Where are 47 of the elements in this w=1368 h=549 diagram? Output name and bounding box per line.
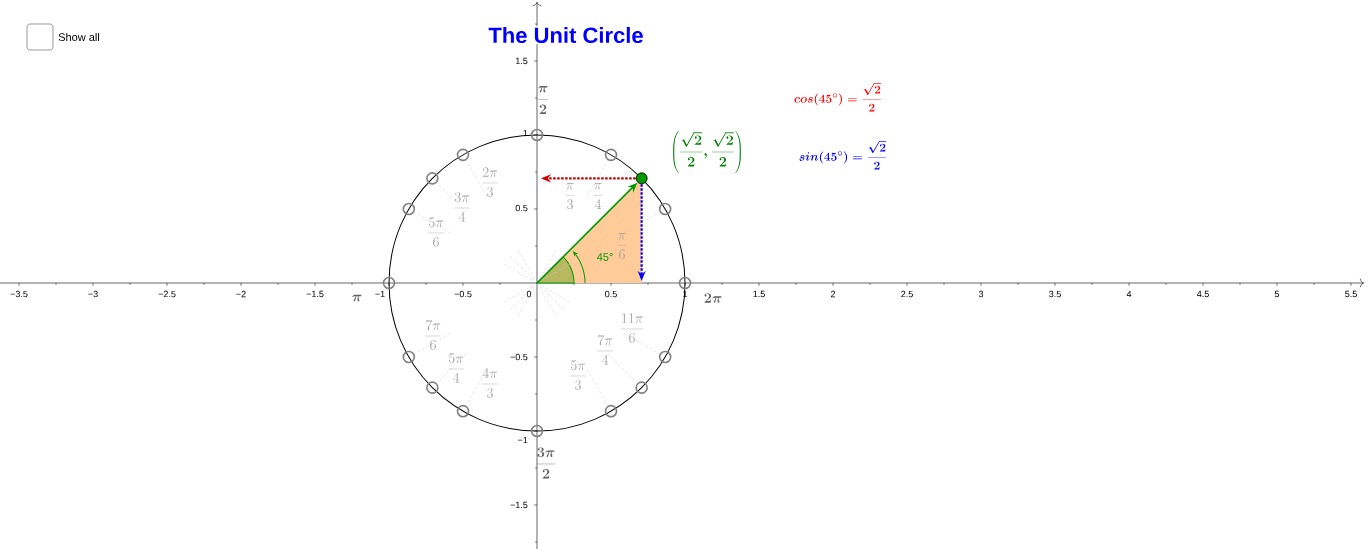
tick-label: 4.5 xyxy=(1196,290,1209,298)
tick-label: 0.5 xyxy=(515,204,528,212)
angle-label: $\frac{11\pi}{6}$ xyxy=(620,313,644,343)
tick-label: 4 xyxy=(1126,290,1132,298)
tick-label: −2 xyxy=(236,290,246,298)
angle-label: $\frac{\pi}{2}$ xyxy=(537,86,549,114)
title: The Unit Circle xyxy=(487,25,645,45)
tick-label: 0 xyxy=(526,290,532,298)
angle-label: $\frac{7\pi}{6}$ xyxy=(425,320,441,350)
cosine-formula: $cos(45^{\circ}) = \frac{\sqrt{2}}{2}$ xyxy=(794,83,881,112)
tick-label: −1 xyxy=(518,436,528,444)
tick-label: −2.5 xyxy=(158,290,176,298)
tick-label: −1 xyxy=(375,290,385,298)
angle-label: $\frac{2\pi}{3}$ xyxy=(482,167,498,197)
tick-label: 1 xyxy=(523,129,528,137)
angle-label: $\frac{\pi}{6}$ xyxy=(617,233,627,260)
coordinate-label: $\left(\frac{\sqrt{2}}{2}, \frac{\sqrt{2}}{2}\right)$ xyxy=(673,131,741,173)
tick-label: 5 xyxy=(1274,290,1280,298)
tick-label: −1.5 xyxy=(306,290,324,298)
angle-label: $\frac{5\pi}{3}$ xyxy=(570,360,586,390)
tick-label: 5.5 xyxy=(1345,290,1357,298)
tick-label: 1.5 xyxy=(753,290,765,298)
tick-label: 3 xyxy=(978,290,984,298)
tick-label: −0.5 xyxy=(510,353,528,361)
angle-label: $\frac{5\pi}{4}$ xyxy=(448,353,464,383)
angle-label: $\frac{3\pi}{2}$ xyxy=(536,447,556,479)
sine-formula: $sin(45^{\circ}) = \frac{\sqrt{2}}{2}$ xyxy=(799,141,886,170)
tick-label: 0.5 xyxy=(605,290,617,298)
angle-label: $\frac{7\pi}{4}$ xyxy=(597,335,613,365)
tick-label: −0.5 xyxy=(454,290,472,298)
angle-label: $2\pi$ xyxy=(704,293,722,303)
angle-label: $\frac{\pi}{3}$ xyxy=(565,183,575,210)
angle-value: 45° xyxy=(596,253,613,261)
angle-label: $\pi$ xyxy=(352,294,362,302)
tick-label: −1.5 xyxy=(510,501,528,509)
angle-label: $\frac{4\pi}{3}$ xyxy=(482,368,498,398)
angle-label: $\frac{\pi}{4}$ xyxy=(593,183,603,209)
tick-label: 2 xyxy=(830,290,836,298)
tick-label: 1 xyxy=(683,290,688,298)
tick-label: −3.5 xyxy=(10,290,28,298)
angle-label: $\frac{5\pi}{6}$ xyxy=(428,217,444,247)
tick-label: 1.5 xyxy=(516,57,528,65)
tick-label: 2.5 xyxy=(901,290,913,298)
tick-label: −3 xyxy=(88,290,98,298)
tick-label: 3.5 xyxy=(1049,290,1061,298)
angle-label: $\frac{3\pi}{4}$ xyxy=(454,192,470,222)
checkbox-label: Show all xyxy=(58,32,100,42)
